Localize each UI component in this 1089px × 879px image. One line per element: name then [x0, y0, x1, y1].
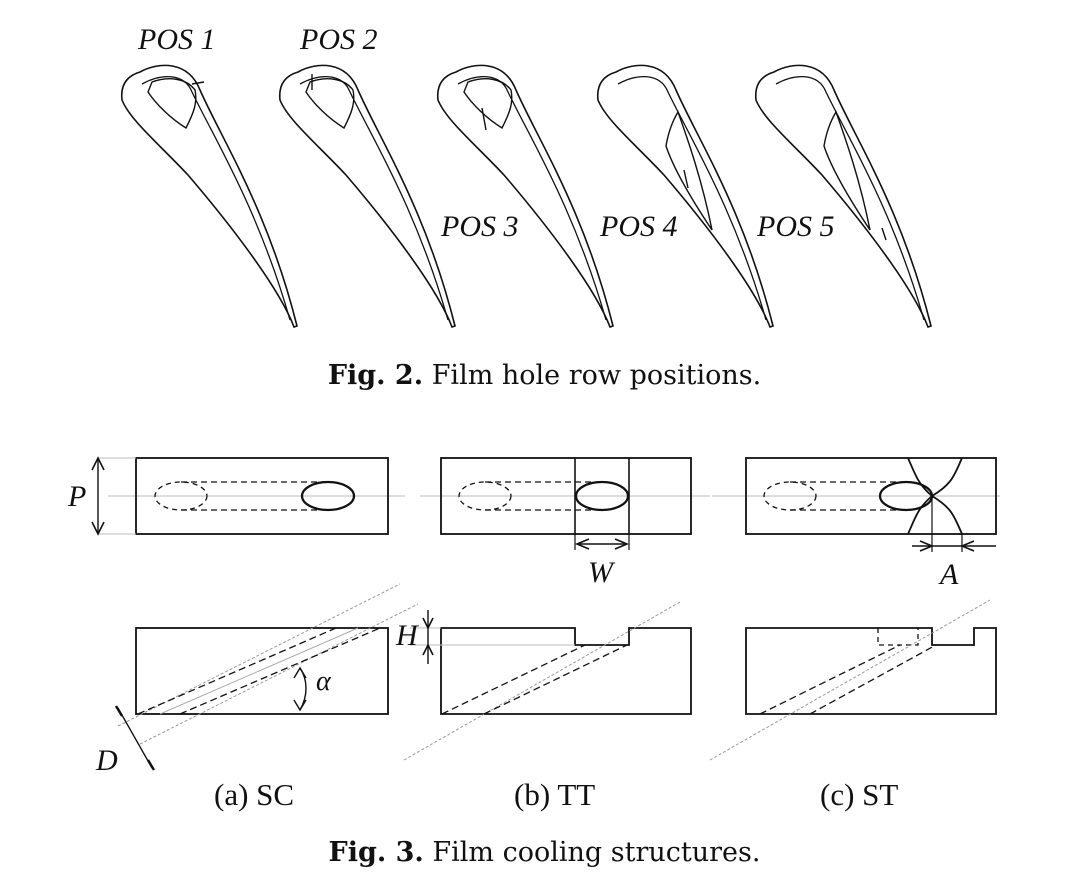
- label-pos4: POS 4: [599, 210, 678, 243]
- label-pos5: POS 5: [756, 210, 835, 243]
- dim-w: W: [588, 556, 616, 589]
- dim-p: P: [67, 480, 86, 513]
- blade-pos5: [754, 64, 932, 328]
- figure-2-number: Fig. 2.: [327, 360, 424, 391]
- blade-pos2: [278, 64, 456, 328]
- label-pos3: POS 3: [440, 210, 519, 243]
- st-side-view: [709, 599, 997, 761]
- dim-alpha: α: [316, 666, 332, 697]
- panel-label-sc: (a) SC: [214, 777, 294, 812]
- figure-3-caption-text: Film cooling structures.: [432, 837, 761, 868]
- st-top-view: [745, 457, 997, 552]
- blade-pos3: [436, 64, 614, 328]
- figure-2-blades: POS 1 POS 2 POS 3 POS 4 POS 5: [120, 23, 932, 328]
- sc-top-view: [91, 456, 389, 536]
- dim-d: D: [95, 744, 118, 777]
- panel-label-st: (c) ST: [820, 777, 898, 812]
- label-pos1: POS 1: [137, 23, 216, 56]
- tt-side-view: [403, 601, 692, 761]
- figure-3-structures: P W A H α D (a) SC (b) TT (c) ST: [67, 456, 1000, 812]
- figure-3-number: Fig. 3.: [328, 837, 424, 868]
- tt-top-view: [440, 457, 692, 550]
- label-pos2: POS 2: [299, 23, 378, 56]
- sc-side-view: [114, 583, 419, 771]
- figure-3-caption: Fig. 3. Film cooling structures.: [0, 837, 1089, 868]
- dim-h: H: [395, 619, 420, 652]
- figure-2-caption: Fig. 2. Film hole row positions.: [0, 360, 1089, 391]
- blade-pos4: [596, 64, 774, 328]
- blade-pos1: [120, 64, 298, 328]
- panel-label-tt: (b) TT: [514, 777, 595, 812]
- figure-2-caption-text: Film hole row positions.: [431, 360, 762, 391]
- dim-a: A: [938, 558, 959, 591]
